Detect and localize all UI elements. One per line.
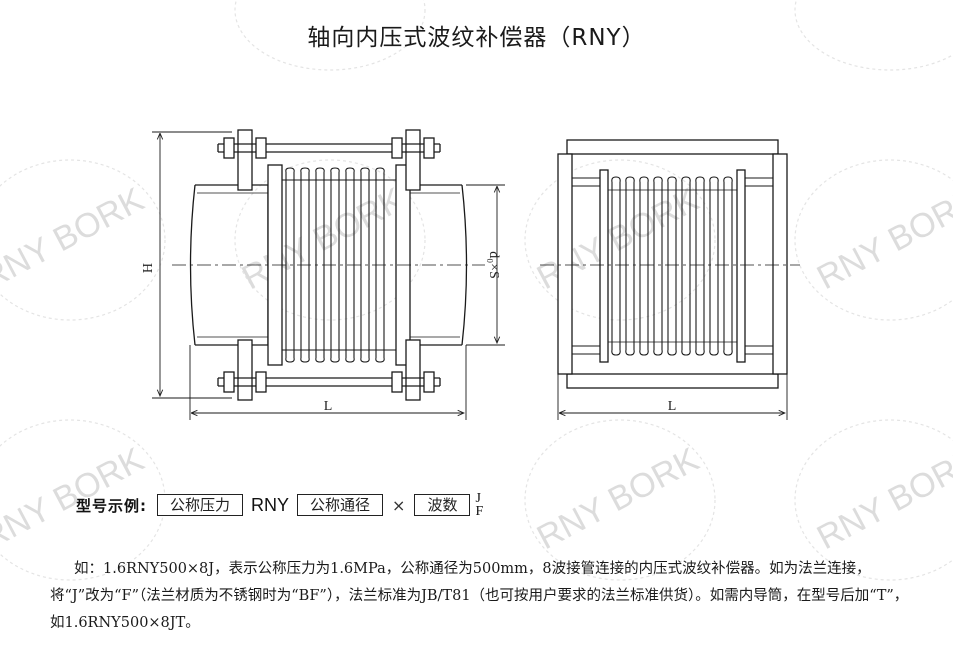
length-label-right: L	[668, 399, 677, 414]
end-plate-left	[557, 153, 573, 375]
times-sign: ×	[392, 495, 406, 515]
length-dimension-left	[189, 345, 467, 420]
tie-rod-top	[217, 129, 441, 191]
description: 如：1.6RNY500×8J，表示公称压力为1.6MPa，公称通径为500mm，…	[50, 556, 920, 637]
end-plate-right	[772, 153, 788, 375]
model-code: RNY	[251, 494, 290, 515]
nominal-pressure-box: 公称压力	[157, 494, 244, 516]
outer-sleeve-bottom	[566, 373, 779, 389]
technical-drawing: H d₀×S L	[141, 129, 800, 420]
suffix-j: J	[475, 491, 481, 506]
wave-count-box: 波数	[414, 494, 471, 516]
bellows-right	[608, 176, 737, 356]
diameter-label: d₀×S	[486, 251, 501, 279]
model-example-row: 型号示例: 公称压力 RNY 公称通径 × 波数 J F	[76, 490, 483, 520]
height-label: H	[141, 263, 156, 273]
left-view	[152, 129, 505, 420]
length-label-left: L	[324, 399, 333, 414]
outer-sleeve-top	[566, 139, 779, 155]
page-title: 轴向内压式波纹补偿器（RNY）	[307, 25, 646, 51]
suffix-f: F	[475, 504, 484, 519]
right-view	[540, 139, 800, 420]
connection-suffix: J F	[475, 491, 484, 519]
height-dimension	[152, 131, 232, 399]
length-dimension-right	[557, 374, 788, 420]
model-example-label: 型号示例:	[76, 496, 147, 515]
tie-rod-bottom	[217, 339, 441, 401]
nominal-diameter-box: 公称通径	[297, 494, 384, 516]
description-text: 如：1.6RNY500×8J，表示公称压力为1.6MPa，公称通径为500mm，…	[50, 561, 909, 631]
diameter-dimension	[466, 184, 505, 346]
